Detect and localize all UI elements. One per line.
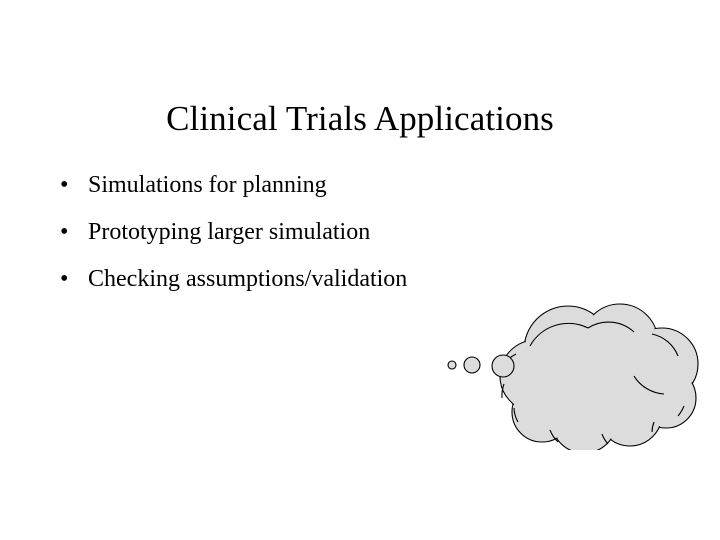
page-title: Clinical Trials Applications	[166, 99, 554, 139]
tail-circle-small	[447, 360, 457, 370]
list-item-label: Prototyping larger simulation	[88, 219, 371, 245]
bullet-icon: •	[60, 219, 69, 245]
cloud-fill	[501, 305, 697, 450]
thought-tail	[447, 354, 515, 378]
list-item: • Simulations for planning	[56, 162, 656, 209]
bullet-icon: •	[60, 266, 69, 292]
thought-bubble-graphic	[438, 298, 712, 450]
list-item-label: Simulations for planning	[88, 172, 327, 198]
thought-bubble-svg	[447, 303, 699, 450]
cloud-seams	[499, 321, 685, 445]
tail-circle-large	[491, 354, 515, 378]
bullet-list: • Simulations for planning • Prototyping…	[56, 162, 656, 303]
list-item: • Checking assumptions/validation	[56, 256, 656, 303]
list-item: • Prototyping larger simulation	[56, 209, 656, 256]
bullet-icon: •	[60, 172, 69, 198]
tail-circle-medium	[463, 356, 481, 374]
list-item-label: Checking assumptions/validation	[88, 266, 408, 292]
